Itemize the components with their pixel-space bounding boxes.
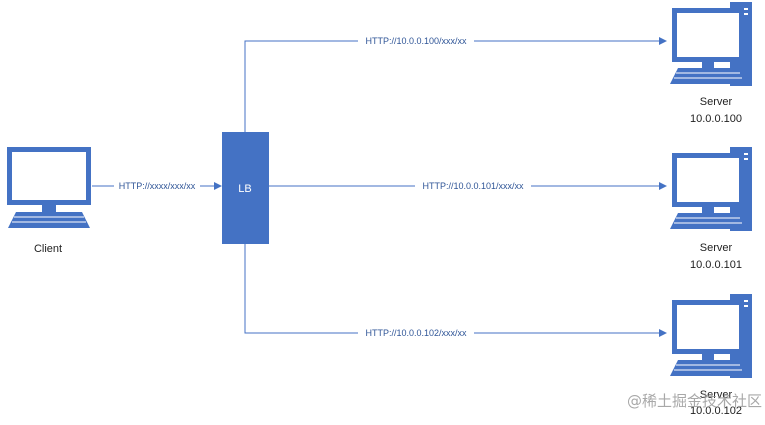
server-3-name: Server — [700, 389, 733, 401]
server-2-name: Server — [700, 242, 733, 254]
client-label: Client — [34, 243, 62, 255]
server-2-request-label: HTTP://10.0.0.101/xxx/xx — [422, 181, 524, 191]
watermark: @稀土掘金技术社区 — [627, 392, 762, 410]
server-2-ip: 10.0.0.101 — [690, 259, 742, 271]
server-1-ip: 10.0.0.100 — [690, 113, 742, 125]
load-balancer-label: LB — [238, 183, 251, 195]
server-3-request-label: HTTP://10.0.0.102/xxx/xx — [365, 328, 467, 338]
client-request-label: HTTP://xxxx/xxx/xx — [119, 181, 196, 191]
lb-to-server-1-arrow — [244, 37, 667, 132]
lb-to-server-3-arrow — [244, 244, 667, 337]
client-computer-icon — [7, 147, 91, 228]
server-1-name: Server — [700, 96, 733, 108]
server-3-ip: 10.0.0.102 — [690, 405, 742, 417]
server-1-icon — [670, 2, 752, 86]
server-3-icon — [670, 294, 752, 378]
server-1-request-label: HTTP://10.0.0.100/xxx/xx — [365, 36, 467, 46]
load-balancer-box — [222, 132, 269, 244]
server-2-icon — [670, 147, 752, 231]
